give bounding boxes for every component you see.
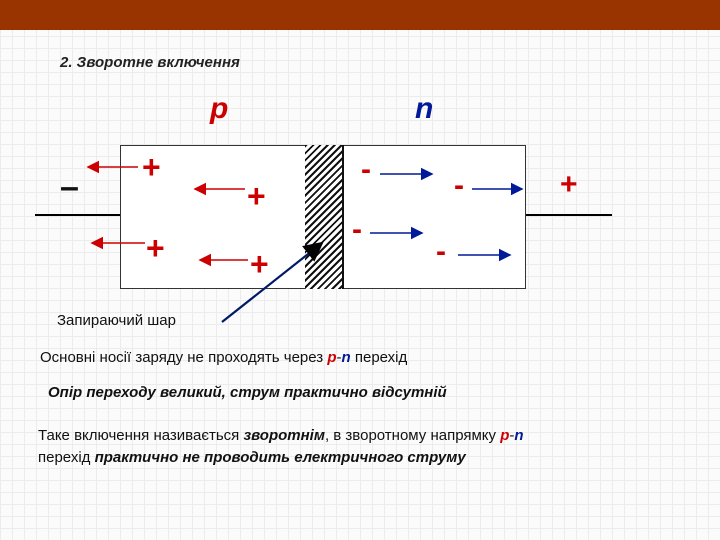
caption-reverse-dash: -	[509, 427, 515, 444]
depletion-layer	[305, 145, 343, 289]
right-wire	[526, 214, 612, 216]
depletion-pointer-arrow	[221, 241, 324, 323]
hole-charge-1: +	[142, 149, 161, 185]
hole-charge-2: +	[247, 178, 266, 214]
caption-reverse-line2-text: перехід	[38, 449, 95, 466]
caption-reverse-bold: зворотнім	[243, 427, 325, 444]
hole-charge-4: +	[250, 246, 269, 282]
negative-terminal: –	[60, 168, 79, 206]
electron-charge-1: -	[361, 153, 371, 186]
electron-charge-4: -	[436, 235, 446, 268]
p-region-label: p	[210, 92, 229, 125]
hole-charge-3: +	[146, 230, 165, 266]
caption-carriers-dash: -	[336, 349, 342, 366]
caption-reverse-line1: Таке включення називається зворотнім, в …	[38, 427, 524, 444]
caption-reverse-text: Таке включення називається	[38, 427, 244, 444]
caption-resistance: Опір переходу великий, струм практично в…	[48, 384, 447, 401]
n-region-label: n	[415, 92, 434, 125]
left-wire	[35, 214, 120, 216]
electron-charge-3: -	[352, 213, 362, 246]
title-bar	[0, 0, 720, 30]
caption-carriers-text: Основні носії заряду не проходять через	[40, 349, 328, 366]
caption-reverse-line2: перехід практично не проводить електричн…	[38, 449, 466, 466]
positive-terminal: +	[560, 168, 578, 201]
electron-charge-2: -	[454, 169, 464, 202]
caption-carriers: Основні носії заряду не проходять через …	[40, 349, 407, 366]
depletion-layer-border	[342, 145, 344, 289]
caption-carriers-end: перехід	[350, 349, 408, 366]
caption-carriers-p: p	[327, 349, 337, 366]
caption-reverse-line2-bold: практично не проводить електричного стру…	[94, 449, 466, 466]
caption-reverse-n: n	[514, 427, 524, 444]
depletion-layer-label: Запираючий шар	[57, 312, 176, 329]
slide-heading: 2. Зворотне включення	[60, 54, 240, 71]
caption-resistance-text: Опір переходу великий, струм практично в…	[48, 384, 447, 401]
caption-carriers-n: n	[341, 349, 351, 366]
caption-reverse-p: p	[500, 427, 510, 444]
caption-reverse-text2: , в зворотному напрямку	[324, 427, 501, 444]
